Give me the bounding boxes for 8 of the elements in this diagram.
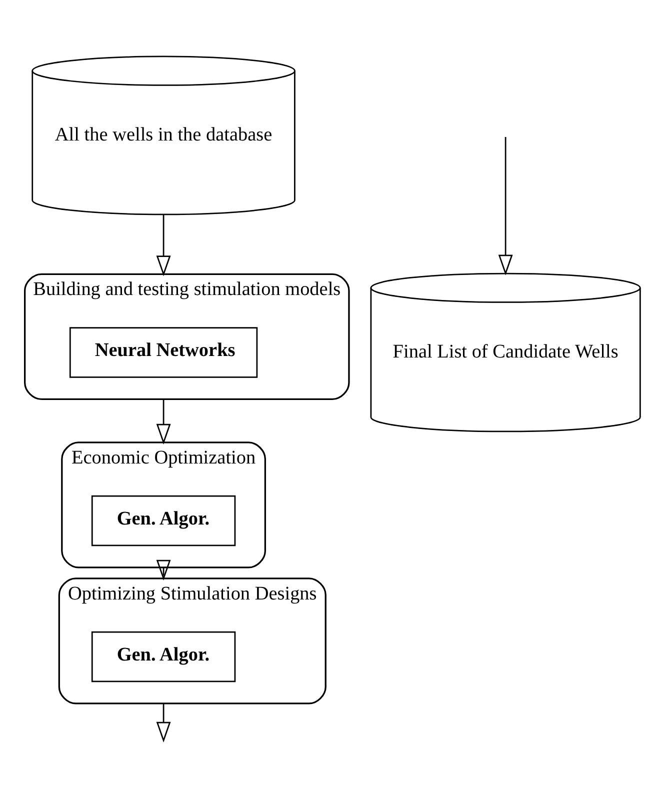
node-box: Neural Networks <box>69 327 258 378</box>
arrow <box>156 214 171 276</box>
node-box: Gen. Algor. <box>91 631 236 682</box>
arrow <box>156 399 171 445</box>
arrow <box>156 703 171 742</box>
arrow <box>156 560 171 581</box>
node-box: Gen. Algor. <box>91 495 236 546</box>
arrow <box>498 137 513 276</box>
